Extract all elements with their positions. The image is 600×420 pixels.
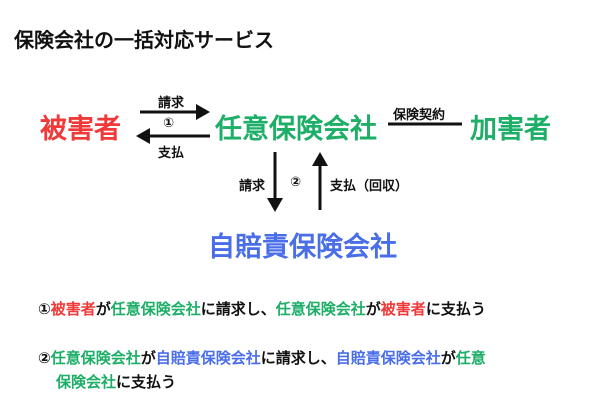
edge-label-contract: 保険契約 (393, 108, 446, 123)
note-insurer: 保険会社 (56, 373, 117, 391)
arrow-pay-head (136, 128, 150, 144)
note-line-1: ①被害者が任意保険会社に請求し、任意保険会社が被害者に支払う (38, 297, 486, 321)
note-victim: 被害者 (50, 300, 96, 318)
note-insurer: 任意保険会社 (275, 300, 366, 318)
note-insurer: 任意保険会社 (110, 300, 201, 318)
node-insurer: 任意保険会社 (215, 114, 377, 145)
note-text: に請求し、 (260, 349, 336, 367)
edge-label-pay-recover: 支払（回収） (330, 179, 409, 194)
note-number: ① (38, 300, 51, 318)
note-jibai-insurer: 自賠責保険会社 (335, 349, 441, 367)
note-number: ② (38, 349, 51, 367)
note-particle: が (365, 300, 381, 318)
note-jibai-insurer: 自賠責保険会社 (155, 349, 261, 367)
node-jibai-insurer: 自賠責保険会社 (208, 232, 397, 263)
note-particle: が (95, 300, 111, 318)
node-victim: 被害者 (40, 114, 121, 145)
node-perpetrator: 加害者 (470, 114, 551, 145)
note-line-2: ②任意保険会社が自賠責保険会社に請求し、自賠責保険会社が任意 (38, 346, 486, 370)
edge-label-num-2: ② (290, 175, 302, 190)
page-title: 保険会社の一括対応サービス (14, 28, 274, 52)
note-particle: が (140, 349, 156, 367)
arrow-claim-head (196, 104, 210, 120)
edge-label-claim-1: 請求 (158, 96, 185, 111)
note-insurer: 任意 (455, 349, 486, 367)
note-line-2-cont: 保険会社に支払う (56, 370, 176, 394)
edge-label-pay-1: 支払 (158, 146, 185, 161)
note-insurer: 任意保険会社 (50, 349, 141, 367)
note-victim: 被害者 (380, 300, 426, 318)
note-text: に支払う (425, 300, 486, 318)
arrow-pay-up-head (312, 152, 328, 166)
edge-label-claim-2: 請求 (239, 179, 266, 194)
note-particle: が (440, 349, 456, 367)
edge-label-num-1: ① (163, 116, 175, 131)
arrow-claim-down-head (267, 198, 283, 212)
note-text: に請求し、 (200, 300, 276, 318)
note-text: に支払う (116, 373, 177, 391)
